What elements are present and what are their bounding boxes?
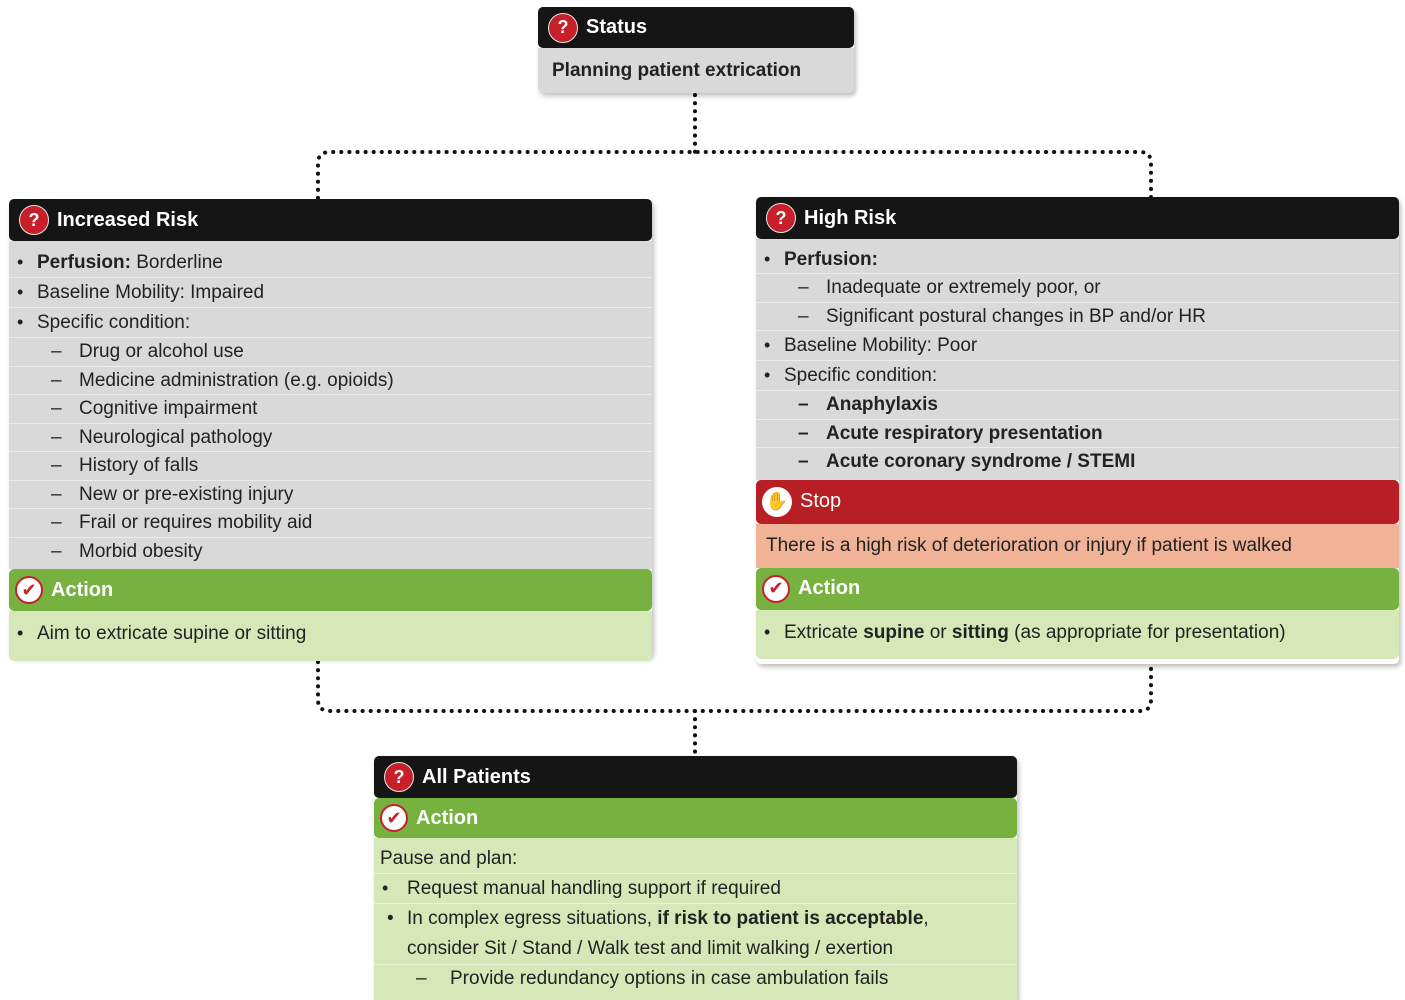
- list-sub-item: Neurological pathology: [9, 424, 652, 452]
- mobility-text: Baseline Mobility: Impaired: [37, 281, 265, 303]
- action-title: Action: [798, 577, 861, 599]
- list-item: Perfusion:: [756, 246, 1399, 274]
- checkmark-icon: ✔: [380, 804, 408, 832]
- action-emphasis: sitting: [951, 621, 1009, 643]
- perfusion-label: Perfusion:: [37, 251, 131, 273]
- all-patients-title: All Patients: [422, 765, 531, 788]
- increased-risk-header: ? Increased Risk: [9, 199, 652, 241]
- list-sub-item: History of falls: [9, 452, 652, 481]
- high-risk-criteria: Perfusion: Inadequate or extremely poor,…: [756, 239, 1399, 480]
- list-sub-item: Anaphylaxis: [756, 391, 1399, 420]
- intro-text: Pause and plan:: [380, 847, 518, 869]
- high-risk-box: ? High Risk Perfusion: Inadequate or ext…: [756, 197, 1399, 664]
- list-item: Perfusion: Borderline: [9, 248, 652, 278]
- action-text: (as appropriate for presentation): [1008, 621, 1286, 643]
- item-text: Request manual handling support if requi…: [407, 877, 781, 899]
- list-sub-item: Frail or requires mobility aid: [9, 509, 652, 538]
- list-sub-item: Cognitive impairment: [9, 395, 652, 424]
- list-sub-item: Provide redundancy options in case ambul…: [374, 965, 1017, 993]
- high-risk-header: ? High Risk: [756, 197, 1399, 239]
- stop-title: Stop: [800, 490, 842, 512]
- list-item: Specific condition:: [756, 361, 1399, 391]
- increased-risk-criteria: Perfusion: Borderline Baseline Mobility:…: [9, 241, 652, 569]
- increased-risk-title: Increased Risk: [57, 208, 199, 231]
- checkmark-icon: ✔: [15, 576, 43, 604]
- specific-condition-label: Specific condition:: [37, 311, 191, 333]
- list-item: Baseline Mobility: Poor: [756, 331, 1399, 361]
- mobility-text: Baseline Mobility: Poor: [784, 334, 978, 356]
- all-patients-action-body: Pause and plan: Request manual handling …: [374, 838, 1017, 1000]
- question-mark-icon: ?: [19, 205, 49, 235]
- condition-text: Medicine administration (e.g. opioids): [79, 369, 394, 391]
- list-sub-item: Acute respiratory presentation: [756, 420, 1399, 448]
- action-text: Extricate: [784, 621, 864, 643]
- increased-risk-box: ? Increased Risk Perfusion: Borderline B…: [9, 199, 652, 661]
- condition-text: Morbid obesity: [79, 540, 203, 562]
- item-text: In complex egress situations,: [407, 908, 658, 929]
- connector-top-branch: [316, 150, 1153, 200]
- list-item: Specific condition:: [9, 308, 652, 338]
- list-item: Extricate supine or sitting (as appropri…: [756, 610, 1399, 656]
- high-risk-title: High Risk: [804, 206, 897, 229]
- status-header: ? Status: [538, 7, 854, 48]
- sub-item-text: Provide redundancy options in case ambul…: [450, 968, 889, 990]
- action-text: Aim to extricate supine or sitting: [37, 623, 307, 645]
- list-item: Aim to extricate supine or sitting: [9, 611, 652, 657]
- action-emphasis: supine: [863, 621, 925, 643]
- condition-text: Drug or alcohol use: [79, 341, 244, 362]
- high-risk-action-body: Extricate supine or sitting (as appropri…: [756, 609, 1399, 659]
- list-sub-item: Inadequate or extremely poor, or: [756, 274, 1399, 303]
- all-patients-box: ? All Patients ✔ Action Pause and plan: …: [374, 756, 1017, 1000]
- list-sub-item: New or pre-existing injury: [9, 481, 652, 509]
- item-text: consider Sit / Stand / Walk test and lim…: [407, 938, 894, 959]
- action-title: Action: [416, 806, 479, 829]
- list-item: Baseline Mobility: Impaired: [9, 278, 652, 308]
- condition-text: Acute respiratory presentation: [826, 422, 1103, 444]
- list-sub-item: Medicine administration (e.g. opioids): [9, 367, 652, 395]
- increased-risk-action-body: Aim to extricate supine or sitting: [9, 611, 652, 661]
- action-text: or: [924, 621, 952, 643]
- list-sub-item: Significant postural changes in BP and/o…: [756, 303, 1399, 331]
- item-emphasis: if risk to patient is acceptable: [657, 908, 924, 929]
- stop-text: There is a high risk of deterioration or…: [766, 534, 1292, 556]
- condition-text: History of falls: [79, 455, 199, 476]
- condition-text: Neurological pathology: [79, 426, 273, 448]
- all-patients-action-header: ✔ Action: [374, 798, 1017, 838]
- perfusion-value: Borderline: [130, 251, 223, 273]
- status-subtitle: Planning patient extrication: [552, 59, 802, 81]
- condition-text: Frail or requires mobility aid: [79, 512, 313, 533]
- question-mark-icon: ?: [766, 203, 796, 233]
- connector-bottom-branch: [316, 660, 1153, 713]
- perfusion-label: Perfusion:: [784, 248, 878, 270]
- item-text: ,: [923, 908, 929, 929]
- stop-warning: There is a high risk of deterioration or…: [756, 523, 1399, 568]
- list-intro: Pause and plan:: [374, 844, 1017, 874]
- list-sub-item: Morbid obesity: [9, 538, 652, 566]
- specific-condition-label: Specific condition:: [784, 364, 938, 386]
- list-sub-item: Drug or alcohol use: [9, 338, 652, 367]
- list-sub-item: Acute coronary syndrome / STEMI: [756, 448, 1399, 476]
- status-box: ? Status Planning patient extrication: [538, 7, 854, 93]
- question-mark-icon: ?: [548, 12, 578, 43]
- stop-hand-icon: ✋: [762, 486, 792, 517]
- increased-risk-action-header: ✔ Action: [9, 569, 652, 611]
- high-risk-action-header: ✔ Action: [756, 567, 1399, 610]
- status-title: Status: [586, 16, 648, 38]
- status-body: Planning patient extrication: [538, 48, 854, 93]
- list-item: Request manual handling support if requi…: [374, 874, 1017, 904]
- perfusion-detail: Inadequate or extremely poor, or: [826, 277, 1101, 298]
- all-patients-header: ? All Patients: [374, 756, 1017, 798]
- bullet: •: [387, 908, 394, 929]
- condition-text: Anaphylaxis: [826, 394, 938, 415]
- list-item: • In complex egress situations, if risk …: [374, 904, 1017, 965]
- question-mark-icon: ?: [384, 762, 414, 792]
- action-title: Action: [51, 578, 114, 601]
- condition-text: Acute coronary syndrome / STEMI: [826, 451, 1136, 472]
- condition-text: New or pre-existing injury: [79, 483, 294, 505]
- stop-header: ✋ Stop: [756, 479, 1399, 524]
- checkmark-icon: ✔: [762, 574, 790, 603]
- condition-text: Cognitive impairment: [79, 398, 258, 419]
- perfusion-detail: Significant postural changes in BP and/o…: [826, 305, 1206, 327]
